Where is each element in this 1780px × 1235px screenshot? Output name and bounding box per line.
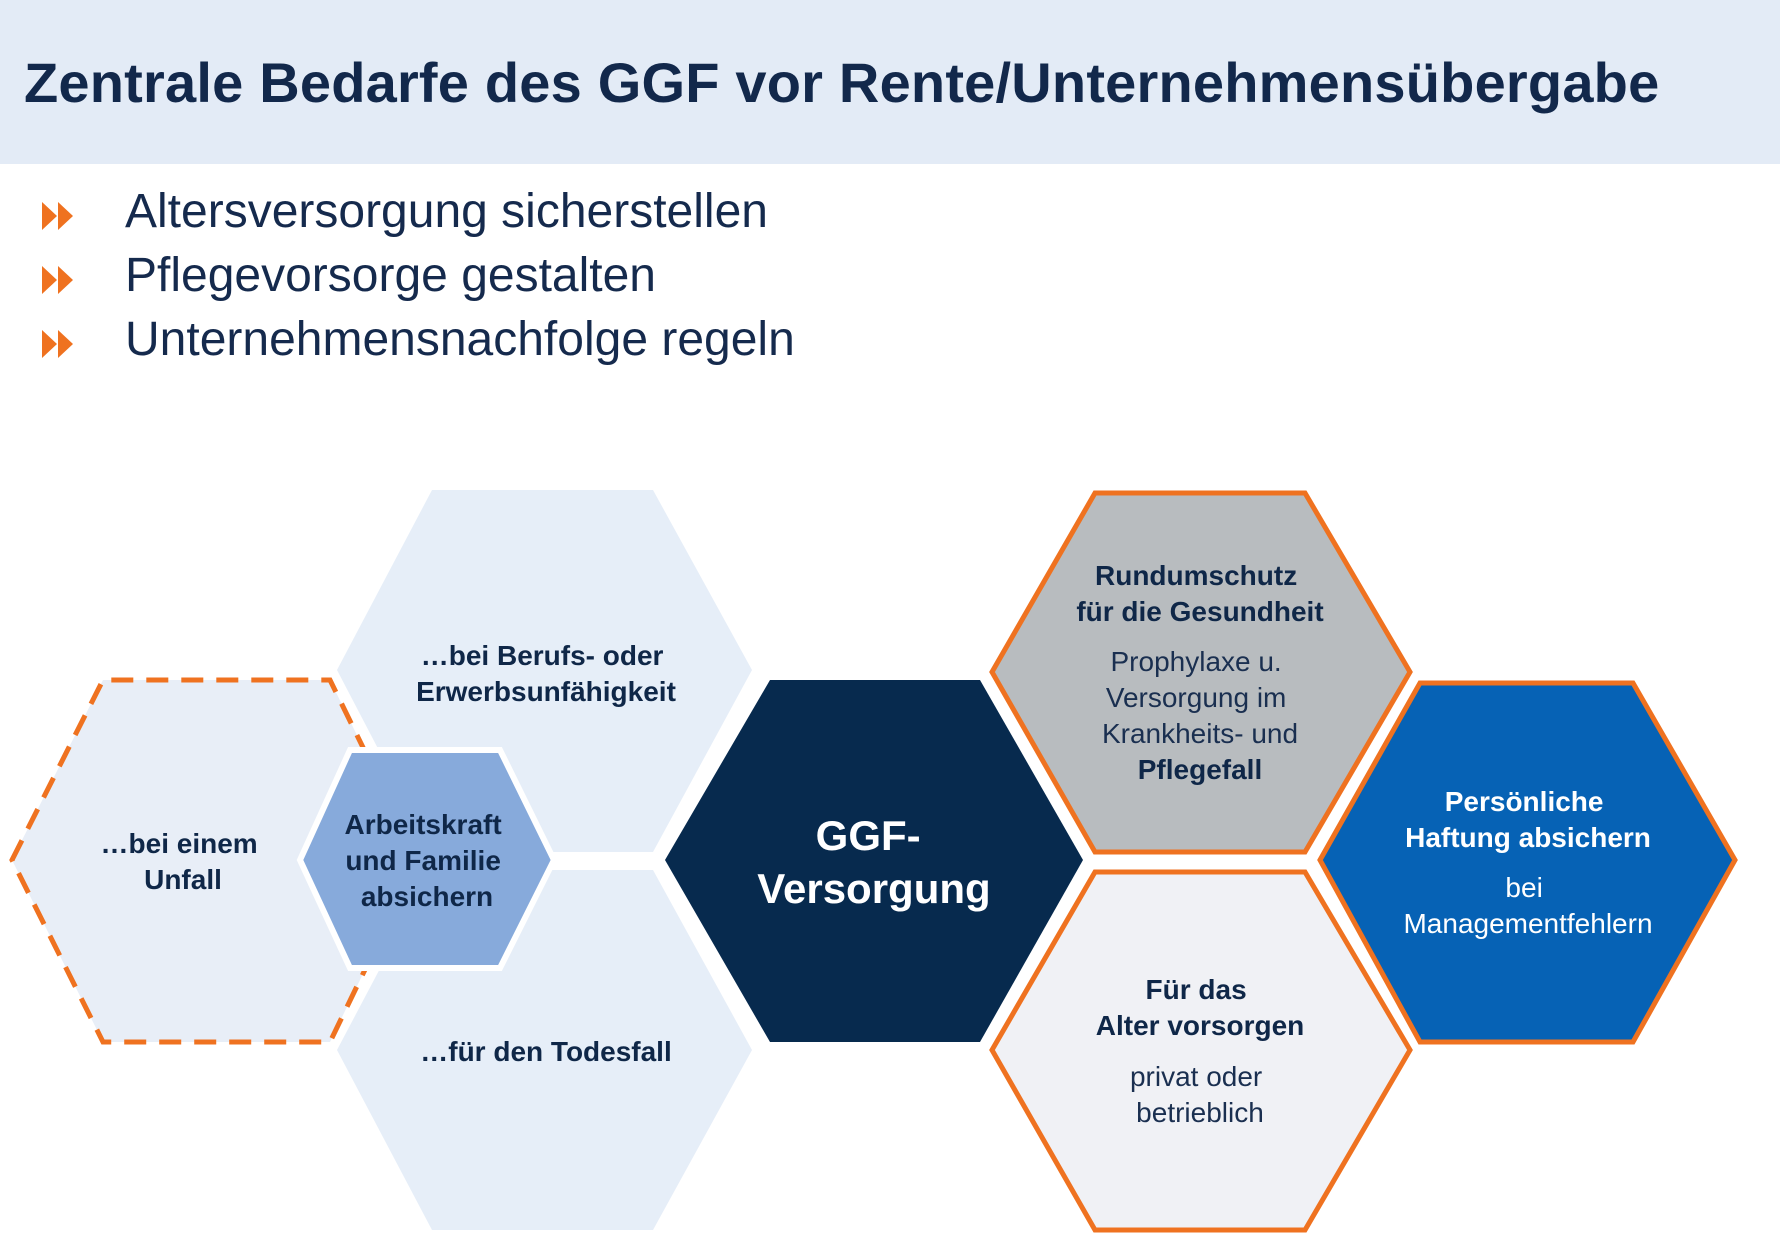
hex-arbeitskraft-line1: Arbeitskraft — [345, 809, 502, 840]
hex-berufsunfaehigkeit-line2: Erwerbsunfähigkeit — [416, 676, 676, 707]
hex-unfall — [9, 677, 421, 1045]
svg-text:Persönliche Haftung absich: Persönliche Haftung absichern — [1405, 786, 1651, 853]
bullet-item: Unternehmensnachfolge regeln — [42, 312, 942, 372]
hex-arbeitskraft — [296, 747, 558, 971]
hex-gesundheit-body1: Prophylaxe u. — [1111, 646, 1282, 677]
svg-text:…für den Todesfall: …für den Todesfall — [420, 1036, 672, 1067]
hex-ggf-line2: Versorgung — [757, 865, 990, 912]
hex-unfall-line2: Unfall — [144, 864, 222, 895]
hex-unfall-line1: …bei einem — [101, 828, 258, 859]
hex-gesundheit-title1: Rundumschutz — [1095, 560, 1297, 591]
hex-ggf-line1: GGF- — [816, 812, 921, 859]
page-title: Zentrale Bedarfe des GGF vor Rente/Unter… — [24, 51, 1660, 114]
svg-text:Prophylaxe u. Versorgung i: Prophylaxe u. Versorgung im Krankheits- … — [1102, 646, 1298, 749]
hex-gesundheit-body-bold: Pflegefall — [1138, 754, 1262, 785]
svg-text:GGF- Versorgung: GGF- Versorgung — [757, 812, 990, 912]
svg-text:Für das Alter vorsorgen: Für das Alter vorsorgen — [1096, 974, 1305, 1041]
bullet-text: Pflegevorsorge gestalten — [125, 249, 656, 302]
svg-text:Rundumschutz für die Gesun: Rundumschutz für die Gesundheit — [1076, 560, 1323, 627]
hex-haftung — [1317, 680, 1738, 1045]
bullet-item: Altersversorgung sicherstellen — [42, 184, 942, 244]
hex-haftung-title2: Haftung absichern — [1405, 822, 1651, 853]
hex-alter-body1: privat oder — [1130, 1061, 1262, 1092]
bullet-text: Altersversorgung sicherstellen — [125, 185, 768, 238]
hex-haftung-title1: Persönliche — [1445, 786, 1604, 817]
double-chevron-icon — [42, 330, 73, 358]
hex-ggf-versorgung — [665, 680, 1083, 1042]
svg-text:…bei Berufs- oder Erwerbsu: …bei Berufs- oder Erwerbsunfähigkeit — [416, 640, 676, 707]
bullet-text: Unternehmensnachfolge regeln — [125, 313, 795, 366]
hex-alter-title1: Für das — [1146, 974, 1247, 1005]
hex-alter-title2: Alter vorsorgen — [1096, 1010, 1305, 1041]
bullet-item: Pflegevorsorge gestalten — [42, 248, 942, 308]
hex-gesundheit — [989, 490, 1413, 855]
hex-arbeitskraft-line2: und Familie — [345, 845, 501, 876]
hex-alter-body2: betrieblich — [1136, 1097, 1264, 1128]
hex-alter — [989, 869, 1413, 1233]
svg-text:Arbeitskraft und Familie: Arbeitskraft und Familie absichern — [345, 809, 510, 912]
double-chevron-icon — [42, 202, 73, 230]
hex-gesundheit-title2: für die Gesundheit — [1076, 596, 1323, 627]
svg-text:privat oder betrieblich: privat oder betrieblich — [1130, 1061, 1270, 1128]
hex-berufsunfaehigkeit-line1: …bei Berufs- oder — [421, 640, 664, 671]
svg-text:…bei einem Unfall: …bei einem Unfall — [101, 828, 266, 895]
hex-todesfall-line1: …für den Todesfall — [420, 1036, 672, 1067]
hex-gesundheit-body2: Versorgung im — [1106, 682, 1287, 713]
header-bar — [0, 0, 1780, 164]
hex-arbeitskraft-line3: absichern — [361, 881, 493, 912]
hex-haftung-body2: Managementfehlern — [1403, 908, 1652, 939]
hex-gesundheit-body3: Krankheits- und — [1102, 718, 1298, 749]
svg-text:Pflegefall: Pflegefall — [1138, 754, 1262, 785]
hex-haftung-body1: bei — [1505, 872, 1542, 903]
double-chevron-icon — [42, 266, 73, 294]
svg-text:bei Managementfehlern: bei Managementfehlern — [1403, 872, 1652, 939]
